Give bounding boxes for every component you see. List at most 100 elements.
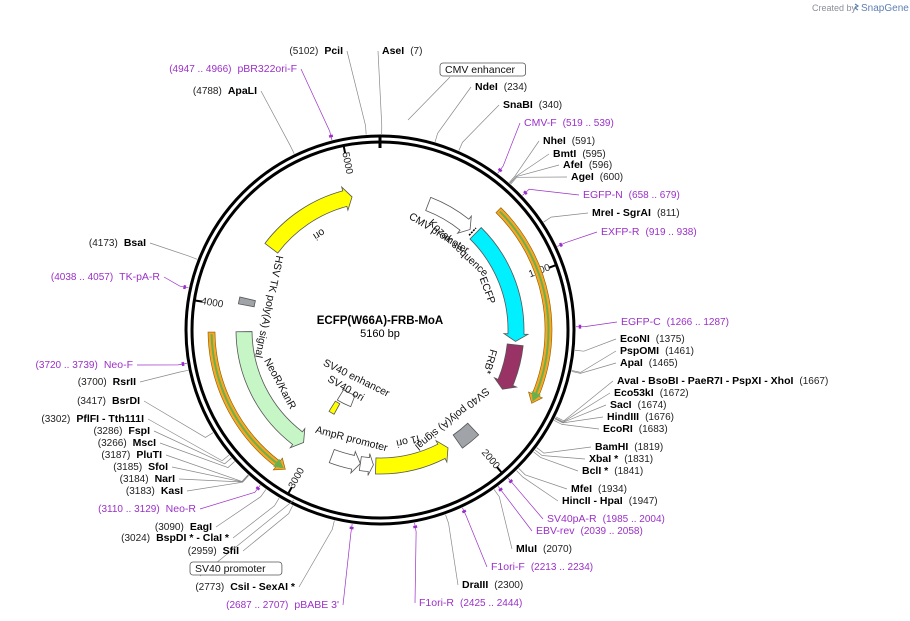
- enzyme-label[interactable]: (3286)FspI: [94, 425, 151, 437]
- enzyme-text-b: (1819): [634, 442, 663, 453]
- enzyme-label[interactable]: SacI(1674): [610, 399, 667, 411]
- feature-sv40-enhancer[interactable]: [336, 389, 356, 408]
- enzyme-label[interactable]: NheI(591): [543, 135, 595, 147]
- enzyme-label[interactable]: BamHI(1819): [595, 441, 663, 453]
- feature-cmv-promoter[interactable]: [425, 196, 472, 235]
- primer-text-a: (2687 .. 2707): [226, 600, 288, 611]
- primer-label[interactable]: EGFP-C(1266 .. 1287): [621, 316, 729, 328]
- primer-text-a: EGFP-C: [621, 316, 661, 328]
- primer-label[interactable]: F1ori-R(2425 .. 2444): [419, 597, 522, 609]
- boxed-feature-label[interactable]: CMV enhancer: [445, 64, 516, 76]
- orf-arc[interactable]: [495, 207, 553, 404]
- enzyme-label[interactable]: (3024)BspDI * - ClaI *: [121, 532, 230, 544]
- enzyme-label[interactable]: HindIII(1676): [607, 411, 674, 423]
- tick-mark: [194, 299, 203, 303]
- enzyme-text-b: SfiI: [223, 545, 239, 557]
- feature-hsv-tk-poly-a-signal[interactable]: [237, 296, 256, 308]
- enzyme-text-b: ApaLI: [228, 85, 257, 97]
- primer-site-mark[interactable]: [181, 361, 185, 367]
- primer-site-mark[interactable]: [523, 190, 528, 195]
- snapgene-credit[interactable]: Created by SnapGene: [812, 3, 909, 14]
- primer-label[interactable]: EBV-rev(2039 .. 2058): [536, 525, 643, 537]
- enzyme-text-b: (595): [582, 149, 605, 160]
- enzyme-label[interactable]: AseI(7): [382, 45, 422, 57]
- enzyme-text-a: (4173): [89, 238, 118, 249]
- enzyme-label[interactable]: (3302)PflFI - Tth111I: [41, 413, 144, 425]
- feature-ampr-promoter[interactable]: [328, 449, 361, 475]
- enzyme-text-b: (1674): [638, 400, 667, 411]
- primer-label[interactable]: SV40pA-R(1985 .. 2004): [547, 513, 665, 525]
- enzyme-label[interactable]: MfeI(1934): [571, 483, 627, 495]
- primer-label[interactable]: CMV-F(519 .. 539): [524, 117, 614, 129]
- enzyme-label[interactable]: (3184)NarI: [120, 473, 175, 485]
- primer-label[interactable]: EXFP-R(919 .. 938): [601, 226, 697, 238]
- enzyme-label[interactable]: Eco53kI(1672): [614, 387, 689, 399]
- primer-leader: [342, 523, 353, 606]
- enzyme-label[interactable]: XbaI *(1831): [589, 453, 653, 465]
- primer-site-mark[interactable]: [461, 509, 467, 514]
- enzyme-label[interactable]: HincII - HpaI(1947): [562, 495, 658, 507]
- enzyme-leader: [149, 242, 198, 260]
- feature-frb[interactable]: [493, 343, 524, 390]
- enzyme-label[interactable]: (4173)BsaI: [89, 237, 146, 249]
- enzyme-label[interactable]: MluI(2070): [516, 543, 572, 555]
- enzyme-text-a: (3183): [126, 486, 155, 497]
- primer-site-mark[interactable]: [558, 242, 563, 248]
- enzyme-label[interactable]: AvaI - BsoBI - PaeR7I - PspXI - XhoI(166…: [617, 375, 828, 387]
- primer-label[interactable]: (3110 .. 3129)Neo-R: [98, 503, 196, 515]
- enzyme-label[interactable]: SnaBI(340): [503, 99, 562, 111]
- enzyme-label[interactable]: (3185)SfoI: [113, 461, 168, 473]
- primer-site-mark[interactable]: [255, 486, 261, 491]
- primer-label[interactable]: (4947 .. 4966)pBR322ori-F: [169, 63, 297, 75]
- primer-site-mark[interactable]: [498, 487, 503, 492]
- feature-unlabeled[interactable]: [358, 453, 374, 476]
- enzyme-label[interactable]: (2773)CsiI - SexAI *: [195, 581, 296, 593]
- orf-arc[interactable]: [207, 331, 286, 471]
- primer-site-mark[interactable]: [508, 479, 514, 484]
- feature-neor-kanr[interactable]: [235, 331, 306, 449]
- primer-label[interactable]: (3720 .. 3739)Neo-F: [36, 359, 133, 371]
- primer-text-b: pBR322ori-F: [237, 63, 297, 75]
- feature-ori[interactable]: [264, 185, 353, 254]
- enzyme-label[interactable]: (3700)RsrII: [78, 376, 136, 388]
- enzyme-label[interactable]: (4788)ApaLI: [193, 85, 257, 97]
- enzyme-label[interactable]: NdeI(234): [475, 81, 527, 93]
- feature-sv40-poly-a-signal[interactable]: [452, 422, 480, 449]
- primer-site-mark[interactable]: [497, 167, 503, 173]
- enzyme-label[interactable]: BclI *(1841): [582, 465, 643, 477]
- primer-label[interactable]: (4038 .. 4057)TK-pA-R: [51, 271, 161, 283]
- enzyme-label[interactable]: MreI - SgrAI(811): [592, 207, 680, 219]
- enzyme-label[interactable]: (3266)MscI: [98, 437, 156, 449]
- enzyme-label[interactable]: ApaI(1465): [620, 357, 678, 369]
- enzyme-text-a: (3417): [77, 396, 106, 407]
- enzyme-label[interactable]: EcoRI(1683): [603, 423, 668, 435]
- kozak-sequence-mark[interactable]: [468, 227, 477, 236]
- primer-site-mark[interactable]: [183, 284, 187, 290]
- feature-ecfp[interactable]: [469, 226, 530, 342]
- enzyme-label[interactable]: (3187)PluTI: [101, 449, 162, 461]
- enzyme-label[interactable]: EcoNI(1375): [620, 333, 685, 345]
- enzyme-leader: [171, 466, 249, 483]
- primer-site-mark[interactable]: [413, 525, 418, 529]
- enzyme-label[interactable]: PspOMI(1461): [620, 345, 694, 357]
- enzyme-label[interactable]: (3417)BsrDI: [77, 395, 140, 407]
- enzyme-label[interactable]: DraIII(2300): [462, 579, 523, 591]
- primer-site-mark[interactable]: [328, 134, 334, 138]
- enzyme-label[interactable]: (5102)PciI: [289, 45, 343, 57]
- enzyme-text-b: (2300): [494, 580, 523, 591]
- boxed-feature-label[interactable]: SV40 promoter: [195, 563, 266, 575]
- enzyme-label[interactable]: AgeI(600): [571, 171, 623, 183]
- primer-label[interactable]: EGFP-N(658 .. 679): [583, 189, 680, 201]
- enzyme-label[interactable]: (3183)KasI: [126, 485, 183, 497]
- feature-f1-ori[interactable]: [375, 439, 449, 475]
- feature-sv40-ori[interactable]: [328, 400, 341, 415]
- enzyme-text-a: (3302): [41, 414, 70, 425]
- primer-site-mark[interactable]: [349, 526, 354, 530]
- enzyme-label[interactable]: AfeI(596): [563, 159, 612, 171]
- enzyme-label[interactable]: (2959)SfiI: [188, 545, 239, 557]
- enzyme-text-a: PspOMI: [620, 345, 659, 357]
- primer-label[interactable]: F1ori-F(2213 .. 2234): [491, 561, 593, 573]
- enzyme-label[interactable]: BmtI(595): [553, 148, 606, 160]
- enzyme-label[interactable]: (3090)EagI: [155, 521, 212, 533]
- primer-label[interactable]: (2687 .. 2707)pBABE 3': [226, 599, 339, 611]
